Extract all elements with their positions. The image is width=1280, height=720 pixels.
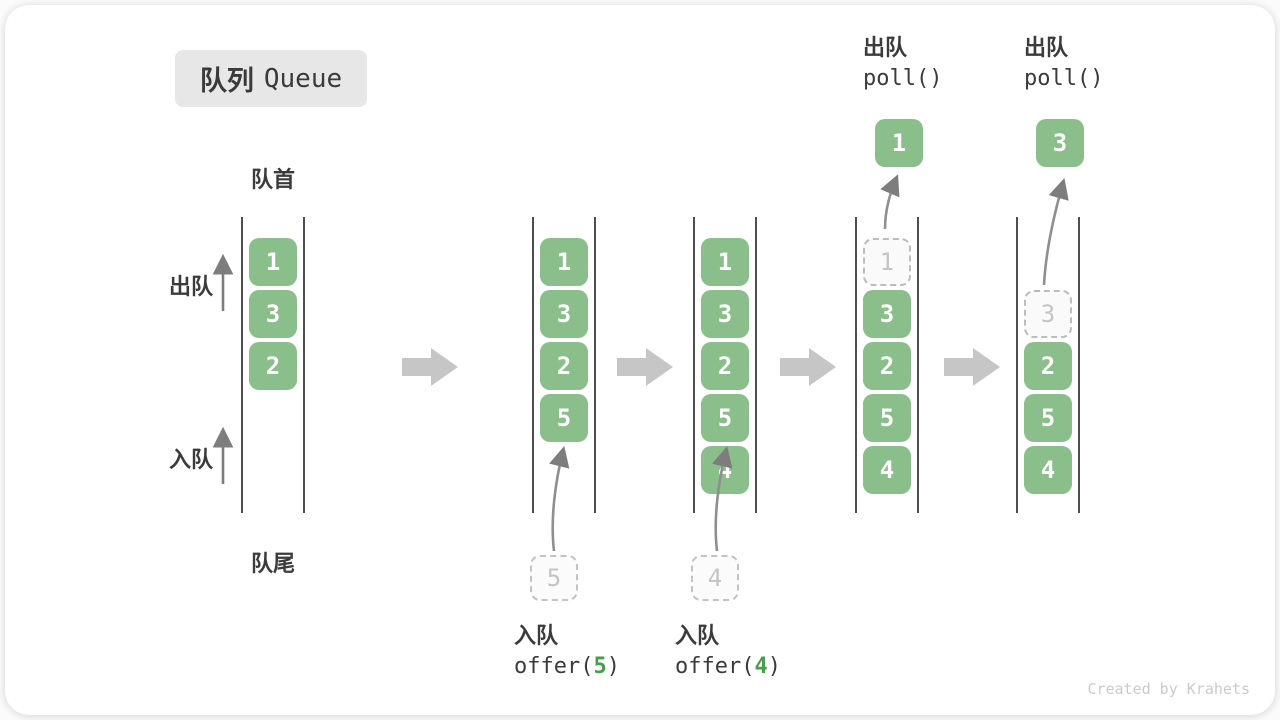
queue-wall-left bbox=[241, 217, 243, 513]
queue-wall-right bbox=[1078, 217, 1080, 513]
enqueue-op-code-post: ) bbox=[606, 654, 620, 679]
watermark: Created by Krahets bbox=[1087, 680, 1250, 698]
queue-wall-right bbox=[755, 217, 757, 513]
title-en: Queue bbox=[263, 63, 343, 94]
queue-slot-ghost: 1 bbox=[863, 238, 911, 286]
queue-slot-filled: 2 bbox=[249, 342, 297, 390]
enqueue-arrow-offer5 bbox=[549, 445, 570, 552]
queue-slot-filled: 1 bbox=[701, 238, 749, 286]
dequeue-op-code: poll() bbox=[863, 66, 943, 91]
queue-tail-label: 队尾 bbox=[250, 552, 295, 577]
queue-slot-filled: 2 bbox=[1024, 342, 1072, 390]
enqueue-value-box: 5 bbox=[530, 555, 578, 601]
queue-slot-filled: 3 bbox=[249, 290, 297, 338]
dequeue-arrow-poll3 bbox=[1042, 178, 1069, 286]
block-arrow-icon bbox=[617, 348, 673, 386]
dequeue-side-label: 出队 bbox=[168, 275, 213, 300]
queue-slot-filled: 5 bbox=[1024, 394, 1072, 442]
dequeued-value-box: 3 bbox=[1036, 119, 1084, 167]
queue-slot-ghost: 3 bbox=[1024, 290, 1072, 338]
enqueue-op-code-post: ) bbox=[767, 654, 781, 679]
queue-wall-left bbox=[532, 217, 534, 513]
block-arrow-icon bbox=[780, 348, 836, 386]
title-zh: 队列 bbox=[199, 66, 254, 97]
dequeue-arrow-poll1 bbox=[880, 174, 900, 230]
dequeue-op-zh: 出队 bbox=[1024, 36, 1069, 61]
queue-slot-filled: 5 bbox=[863, 394, 911, 442]
enqueue-op-code-pre: offer( bbox=[514, 654, 594, 679]
queue-slot-filled: 4 bbox=[863, 446, 911, 494]
queue-wall-right bbox=[917, 217, 919, 513]
dequeue-op-label: 出队 poll() bbox=[1024, 36, 1103, 96]
arrows-overlay bbox=[212, 174, 1069, 552]
queue-slot-filled: 4 bbox=[701, 446, 749, 494]
dequeue-op-zh: 出队 bbox=[863, 36, 908, 61]
block-arrow-icon bbox=[402, 348, 458, 386]
dequeue-op-code: poll() bbox=[1024, 66, 1104, 91]
dequeued-value-box: 1 bbox=[875, 119, 923, 167]
queue-slot-filled: 2 bbox=[863, 342, 911, 390]
queue-slot-filled: 5 bbox=[540, 394, 588, 442]
queue-wall-left bbox=[693, 217, 695, 513]
queue-slot-filled: 3 bbox=[540, 290, 588, 338]
queue-slot-filled: 4 bbox=[1024, 446, 1072, 494]
queue-wall-left bbox=[1016, 217, 1018, 513]
enqueue-value-box: 4 bbox=[691, 555, 739, 601]
enqueue-op-zh: 入队 bbox=[675, 624, 720, 649]
queue-wall-right bbox=[594, 217, 596, 513]
queue-wall-left bbox=[855, 217, 857, 513]
queue-wall-right bbox=[303, 217, 305, 513]
dequeue-op-label: 出队 poll() bbox=[863, 36, 942, 96]
title-box: 队列 Queue bbox=[175, 50, 367, 107]
queue-slot-filled: 3 bbox=[863, 290, 911, 338]
queue-slot-filled: 2 bbox=[540, 342, 588, 390]
enqueue-side-label: 入队 bbox=[168, 448, 213, 473]
enqueue-op-code-num: 4 bbox=[754, 654, 768, 679]
enqueue-op-zh: 入队 bbox=[514, 624, 559, 649]
queue-slot-filled: 1 bbox=[540, 238, 588, 286]
queue-slot-filled: 5 bbox=[701, 394, 749, 442]
enqueue-op-code: offer(5) bbox=[514, 650, 620, 684]
queue-slot-filled: 1 bbox=[249, 238, 297, 286]
queue-slot-filled: 2 bbox=[701, 342, 749, 390]
queue-slot-filled: 3 bbox=[701, 290, 749, 338]
enqueue-op-code-num: 5 bbox=[593, 654, 607, 679]
queue-head-label: 队首 bbox=[250, 168, 295, 193]
enqueue-op-code-pre: offer( bbox=[675, 654, 755, 679]
enqueue-op-code: offer(4) bbox=[675, 650, 781, 684]
block-arrow-icon bbox=[944, 348, 1000, 386]
